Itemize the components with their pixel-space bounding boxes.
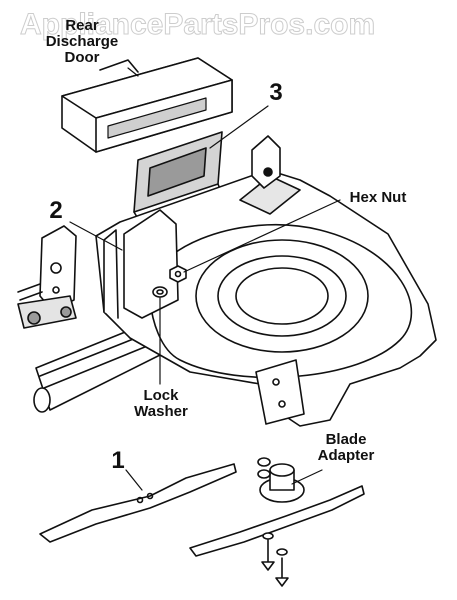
callout-3: 3	[269, 79, 283, 106]
rear-discharge-door-label-line3: Door	[64, 49, 100, 66]
rear-discharge-door-drawing	[61, 57, 233, 153]
lock-washer-label: Lock Washer	[126, 388, 196, 420]
blade-bolts-drawing	[261, 532, 289, 587]
rear-discharge-door-label-line1: Rear	[65, 17, 99, 34]
leader-lines	[69, 67, 341, 491]
hex-nut-drawing	[169, 265, 187, 283]
hex-nut-label: Hex Nut	[349, 189, 407, 206]
left-bracket-drawing	[17, 225, 77, 329]
right-bracket-drawing	[251, 135, 281, 189]
rear-discharge-door-label-line2: Discharge	[45, 33, 119, 50]
mower-deck-housing-drawing	[95, 169, 437, 427]
lock-washer-drawing	[152, 286, 168, 298]
blade-adapter-label-line2: Adapter	[317, 447, 375, 464]
blade-adapter-drawing	[257, 457, 305, 503]
part-1-blade-drawing	[39, 463, 237, 543]
lock-washer-label-line1: Lock	[143, 387, 179, 404]
lock-washer-label-line2: Washer	[134, 403, 188, 420]
rear-discharge-door-label: Rear Discharge Door	[34, 18, 130, 66]
watermark-text: AppliancePartsPros.com	[20, 8, 376, 42]
blade-adapter-label-line1: Blade	[325, 431, 367, 448]
lower-blade-drawing	[189, 485, 365, 557]
blade-adapter-label: Blade Adapter	[306, 432, 386, 464]
callout-2: 2	[49, 197, 63, 224]
callout-1: 1	[111, 447, 125, 474]
